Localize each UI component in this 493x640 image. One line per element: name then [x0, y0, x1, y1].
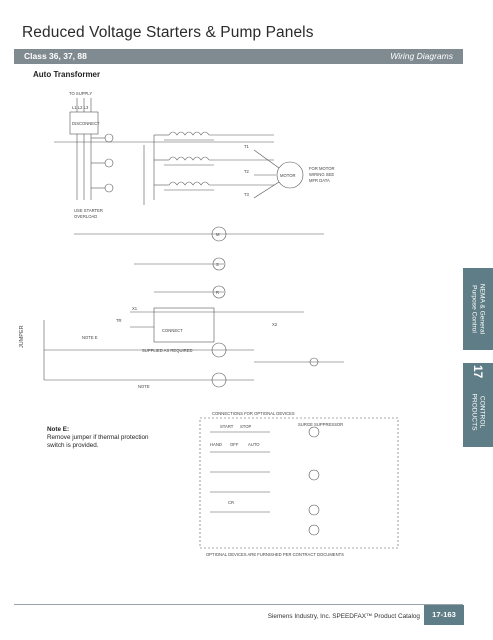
wiring-diagram: TO SUPPLY L1 L2 L3 DISCONNECT USE STARTE…: [19, 91, 399, 557]
motor-note-3: MFR DATA: [309, 178, 330, 183]
supply-label: TO SUPPLY: [69, 91, 92, 96]
t2-label: T2: [244, 169, 250, 174]
motor-label: MOTOR: [280, 173, 296, 178]
t3-label: T3: [244, 192, 250, 197]
cr-label: CR: [228, 500, 234, 505]
note-e-body: Remove jumper if thermal protection swit…: [47, 434, 149, 449]
start-label: START: [220, 424, 234, 429]
section-label: Wiring Diagrams: [390, 51, 453, 61]
disconnect-label: DISCONNECT: [72, 121, 100, 126]
side-tab-nema[interactable]: NEMA & General Purpose Control: [463, 268, 493, 350]
off-label: OFF: [230, 442, 239, 447]
note-e-title: Note E:: [47, 426, 70, 433]
page-title: Reduced Voltage Starters & Pump Panels: [22, 24, 314, 41]
side-tab-number: 17: [471, 365, 485, 379]
note-e-reference: NOTE E: [82, 335, 98, 340]
connect-label: CONNECT: [162, 328, 183, 333]
page-number: 17-163: [424, 605, 464, 625]
tr-note: NOTE: [138, 384, 150, 389]
hand-label: HAND: [210, 442, 222, 447]
side-tab-control-label: CONTROL PRODUCTS: [471, 393, 486, 431]
note-e: Note E: Remove jumper if thermal protect…: [47, 426, 157, 450]
auto-label: AUTO: [248, 442, 260, 447]
footer-catalog: Siemens Industry, Inc. SPEEDFAX™ Product…: [267, 613, 420, 620]
x2-label: X2: [272, 322, 278, 327]
s-coil-label: S: [216, 262, 219, 267]
side-tab-nema-label: NEMA & General Purpose Control: [471, 283, 486, 335]
jumper-label: JUMPER: [19, 325, 25, 348]
diagram-heading: Auto Transformer: [33, 70, 101, 79]
r-coil-label: R: [216, 290, 219, 295]
m-coil-label: M: [216, 232, 220, 237]
connections-title: CONNECTIONS FOR OPTIONAL DEVICES: [212, 411, 295, 416]
tr-label: TR: [116, 318, 122, 323]
motor-note-2: WIRING SEE: [309, 172, 334, 177]
footer-divider: [14, 604, 463, 605]
surge-label: SURGE SUPPRESSOR: [298, 422, 343, 427]
side-tab-control-products[interactable]: 17 CONTROL PRODUCTS: [463, 363, 493, 447]
supply-lines: L1 L2 L3: [72, 105, 89, 110]
motor-note-1: FOR MOTOR: [309, 166, 335, 171]
optional-footer: OPTIONAL DEVICES ARE FURNISHED PER CONTR…: [206, 552, 344, 557]
starter-label: USE STARTER: [74, 208, 103, 213]
supplied-as-required: SUPPLIED AS REQUIRED: [142, 348, 193, 353]
overload-label: OVERLOAD: [74, 214, 97, 219]
stop-label: STOP: [240, 424, 252, 429]
section-band: Class 36, 37, 88 Wiring Diagrams: [14, 49, 463, 64]
class-label: Class 36, 37, 88: [24, 51, 87, 61]
t1-label: T1: [244, 144, 250, 149]
x1-label: X1: [132, 306, 138, 311]
